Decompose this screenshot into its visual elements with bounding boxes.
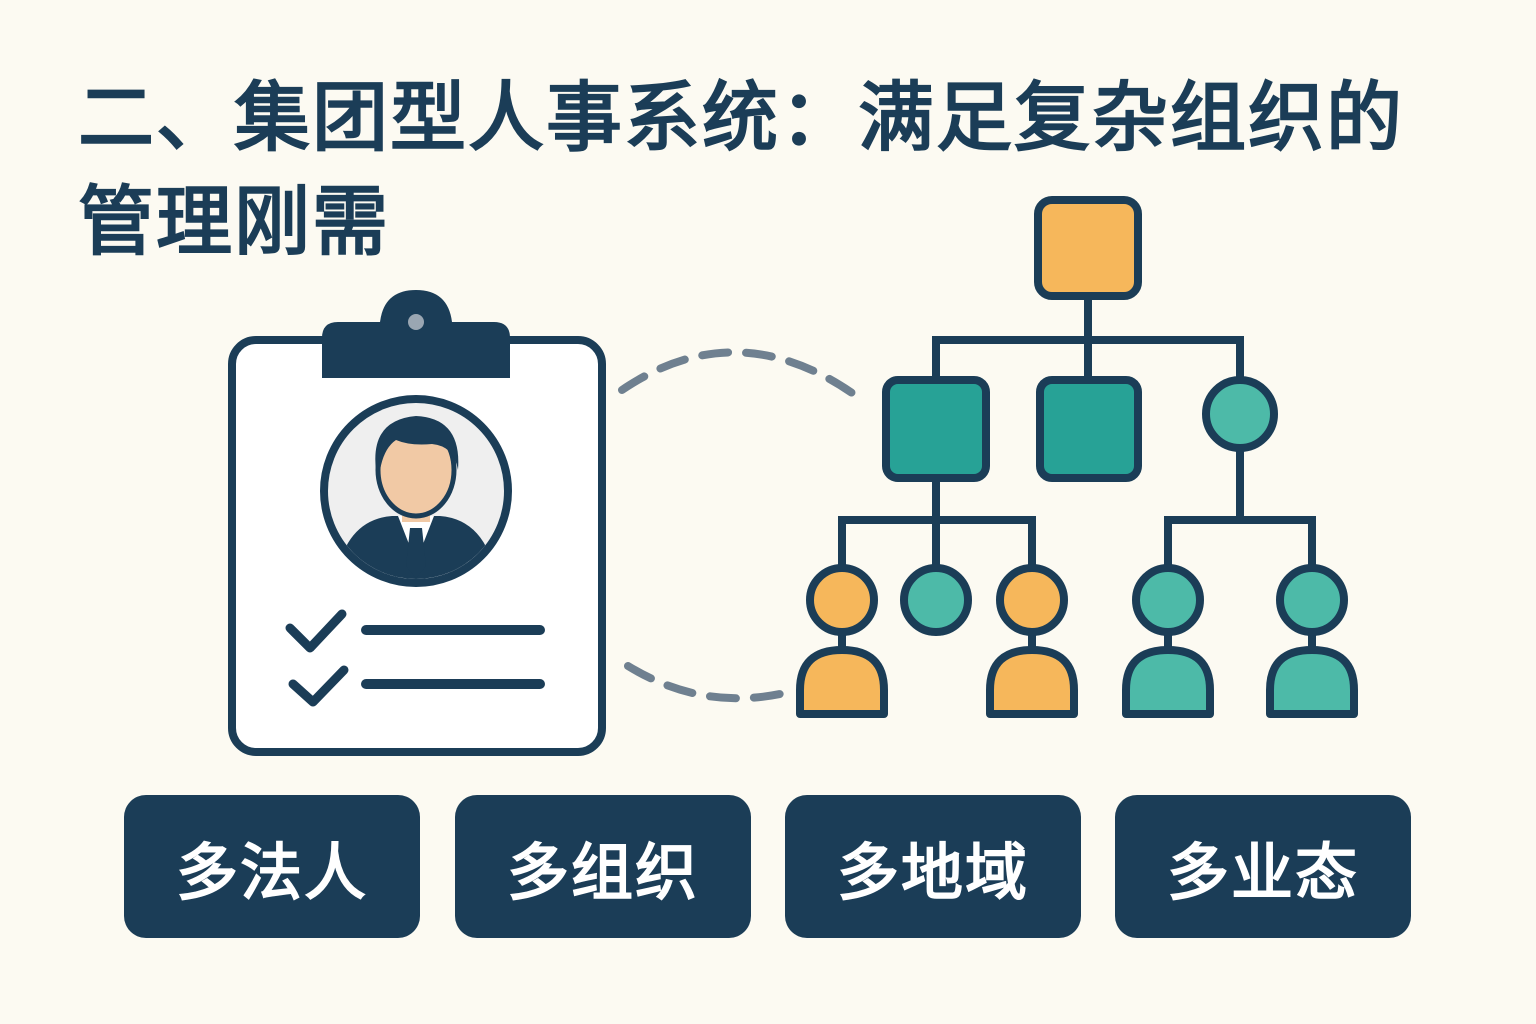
employee-profile-clipboard-icon xyxy=(228,290,606,756)
avatar xyxy=(320,395,512,587)
tag-multi-region: 多地域 xyxy=(785,795,1081,938)
connector-arc-bottom xyxy=(624,662,784,703)
org-node-level2-2 xyxy=(1036,376,1142,482)
org-node-level2-3 xyxy=(1202,376,1278,452)
org-person-5 xyxy=(1266,564,1358,718)
tag-multi-legal-entity: 多法人 xyxy=(124,795,420,938)
page-title-line-1: 二、集团型人事系统：满足复杂组织的 xyxy=(78,73,1404,162)
check-icon xyxy=(285,609,347,653)
connector-arc-top xyxy=(618,348,866,404)
org-node-root xyxy=(1034,196,1142,300)
org-node-level2-1 xyxy=(882,376,990,482)
org-person-2 xyxy=(900,564,972,636)
org-person-3 xyxy=(986,564,1078,718)
checklist xyxy=(285,609,545,707)
tag-multi-organization: 多组织 xyxy=(455,795,751,938)
page-title: 二、集团型人事系统：满足复杂组织的 管理刚需 xyxy=(78,66,1404,274)
org-person-1 xyxy=(796,564,888,718)
organization-chart-icon xyxy=(796,196,1358,718)
check-icon xyxy=(288,665,349,707)
clipboard-clip-hole xyxy=(408,314,424,330)
clipboard-clip xyxy=(322,290,510,378)
page-title-line-2: 管理刚需 xyxy=(78,177,390,266)
tag-multi-business: 多业态 xyxy=(1115,795,1411,938)
org-person-4 xyxy=(1122,564,1214,718)
